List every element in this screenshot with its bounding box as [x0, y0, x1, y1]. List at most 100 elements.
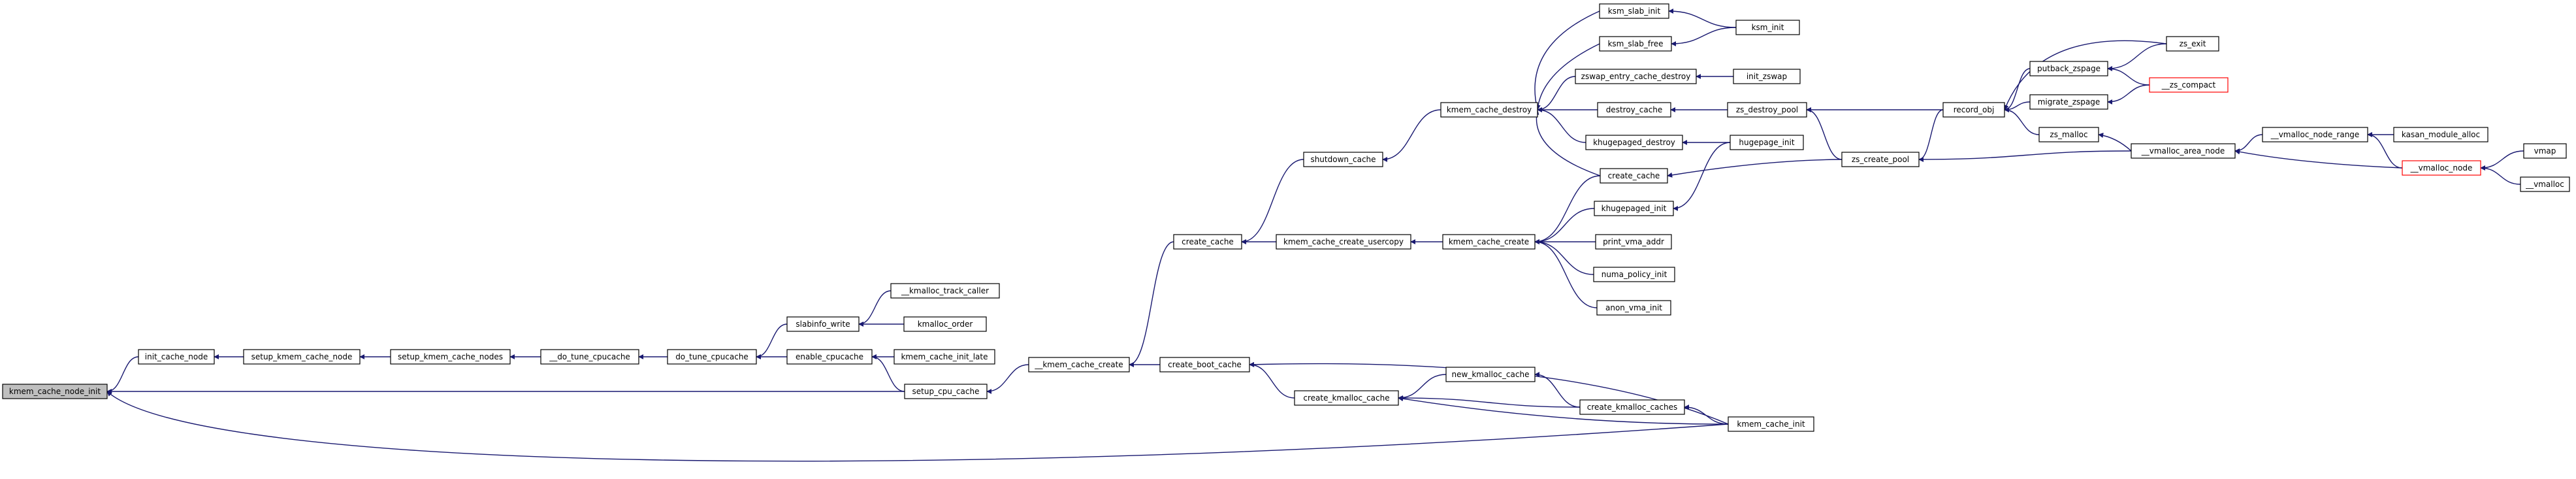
node-label: record_obj: [1954, 105, 1995, 114]
node-zs-exit[interactable]: zs_exit: [2166, 36, 2219, 52]
node-kmem-cache-destroy[interactable]: kmem_cache_destroy: [1440, 102, 1538, 118]
edge-init-cache-node-to-kmem-cache-node-init: [106, 356, 139, 394]
node-vmalloc[interactable]: __vmalloc: [2520, 176, 2570, 192]
node-zswap-entry-cache-destroy[interactable]: zswap_entry_cache_destroy: [1575, 69, 1697, 84]
node-box: [1597, 102, 1671, 118]
node-kmalloc-order[interactable]: kmalloc_order: [903, 316, 987, 332]
node-label: ksm_init: [1752, 23, 1784, 32]
node-vmap[interactable]: vmap: [2523, 143, 2567, 159]
node-create-cache2[interactable]: create_cache: [1600, 168, 1668, 184]
node-label: create_kmalloc_caches: [1587, 403, 1677, 412]
node-record-obj[interactable]: record_obj: [1942, 102, 2005, 118]
node-label: numa_policy_init: [1602, 270, 1667, 279]
node-box: [2, 384, 108, 399]
node-ksm-slab-free[interactable]: ksm_slab_free: [1599, 36, 1672, 52]
node-label: __vmalloc_area_node: [2141, 146, 2225, 156]
node-khugepaged-destroy[interactable]: khugepaged_destroy: [1585, 135, 1683, 150]
edge-vmap-to-vmalloc-node: [2480, 150, 2524, 171]
node-label: create_boot_cache: [1168, 360, 1242, 369]
edge-ksm-slab-free-to-kmem-cache-destroy: [1535, 43, 1600, 110]
node-box: [1575, 69, 1697, 84]
edge-create-cache2-to-kmem-cache-create: [1534, 175, 1601, 244]
node-create-kmalloc-cache[interactable]: create_kmalloc_cache: [1294, 390, 1399, 406]
node-zs-malloc[interactable]: zs_malloc: [2038, 127, 2099, 142]
node-slabinfo-write[interactable]: slabinfo_write: [786, 316, 860, 332]
edge-setup-cpu-cache-to-enable-cpucache: [871, 354, 905, 392]
edge-zs-create-pool-to-zs-destroy-pool: [1806, 107, 1843, 160]
node-kasan-module-alloc[interactable]: kasan_module_alloc: [2393, 127, 2488, 142]
node-destroy-cache[interactable]: destroy_cache: [1597, 102, 1671, 118]
node-box: [243, 349, 361, 365]
node-box: [540, 349, 639, 365]
node-box: [1579, 399, 1685, 415]
node-box: [1727, 102, 1807, 118]
node-box: [1173, 234, 1242, 250]
node-label: setup_kmem_cache_node: [251, 352, 353, 361]
node-init-zswap[interactable]: init_zswap: [1733, 69, 1801, 84]
node-do-tune-cpucache[interactable]: do_tune_cpucache: [667, 349, 757, 365]
node-new-kmalloc-cache[interactable]: new_kmalloc_cache: [1445, 367, 1536, 382]
node-box: [894, 349, 995, 365]
node-box: [1599, 3, 1669, 19]
node-khugepaged-init[interactable]: khugepaged_init: [1594, 201, 1674, 216]
node-enable-cpucache[interactable]: enable_cpucache: [786, 349, 873, 365]
node-create-cache[interactable]: create_cache: [1173, 234, 1242, 250]
node-label: slabinfo_write: [796, 320, 850, 329]
node-kmem-cache-create[interactable]: kmem_cache_create: [1442, 234, 1536, 250]
edge-kmem-cache-destroy-to-shutdown-cache: [1382, 109, 1441, 162]
node-kmem-cache-init-late[interactable]: kmem_cache_init_late: [894, 349, 995, 365]
edge-vmalloc-area-node-to-zs-create-pool: [1918, 150, 2132, 162]
node-vmalloc-node-range[interactable]: __vmalloc_node_range: [2262, 127, 2368, 142]
edge-create-kmalloc-caches-to-new-kmalloc-cache: [1534, 372, 1581, 408]
node-label: new_kmalloc_cache: [1452, 370, 1530, 379]
edge-ksm-init-to-ksm-slab-free: [1671, 27, 1737, 46]
node-box: [1735, 20, 1800, 35]
node-anon-vma-init[interactable]: anon_vma_init: [1596, 300, 1671, 316]
node-ksm-slab-init[interactable]: ksm_slab_init: [1599, 3, 1669, 19]
node-ksm-init[interactable]: ksm_init: [1735, 20, 1800, 35]
node-numa-policy-init[interactable]: numa_policy_init: [1593, 267, 1675, 282]
node-kmem-cache-create-usercopy[interactable]: kmem_cache_create_usercopy: [1276, 234, 1411, 250]
node-setup-kmem-cache-nodes[interactable]: setup_kmem_cache_nodes: [390, 349, 511, 365]
node-create-boot-cache[interactable]: create_boot_cache: [1159, 357, 1250, 372]
node-shutdown-cache[interactable]: shutdown_cache: [1303, 152, 1383, 167]
node-label: zs_create_pool: [1852, 155, 1909, 164]
node-zs-create-pool[interactable]: zs_create_pool: [1841, 152, 1920, 167]
node-label: init_cache_node: [145, 352, 208, 361]
node-kmem-cache-node-init[interactable]: kmem_cache_node_init: [2, 384, 108, 399]
node-vmalloc-area-node[interactable]: __vmalloc_area_node: [2131, 143, 2236, 159]
node-kmem-cache-init[interactable]: kmem_cache_init: [1728, 416, 1814, 432]
node-print-vma-addr[interactable]: print_vma_addr: [1595, 234, 1672, 250]
node-kmalloc-track-caller[interactable]: __kmalloc_track_caller: [890, 283, 1000, 299]
node-box: [1595, 234, 1672, 250]
node-vmalloc-node[interactable]: __vmalloc_node: [2402, 160, 2481, 176]
node-init-cache-node[interactable]: init_cache_node: [138, 349, 215, 365]
edge-zs-exit-to-putback-zspage: [2107, 43, 2167, 71]
node-hugepage-init[interactable]: hugepage_init: [1730, 135, 1804, 150]
node-setup-cpu-cache[interactable]: setup_cpu_cache: [904, 384, 988, 399]
node-box: [1942, 102, 2005, 118]
edge-kmem-cache-init-to-create-kmalloc-caches: [1684, 405, 1729, 425]
node-migrate-zspage[interactable]: migrate_zspage: [2029, 94, 2108, 110]
node-putback-zspage[interactable]: putback_zspage: [2029, 61, 2108, 76]
edge-shutdown-cache-to-create-cache: [1241, 159, 1304, 244]
node-box: [2523, 143, 2567, 159]
node-zs-compact[interactable]: __zs_compact: [2149, 77, 2229, 93]
edge-slabinfo-write-to-do-tune-cpucache: [756, 323, 788, 359]
node-zs-destroy-pool[interactable]: zs_destroy_pool: [1727, 102, 1807, 118]
node-box: [1593, 267, 1675, 282]
node-do-tune-cpucache[interactable]: __do_tune_cpucache: [540, 349, 639, 365]
edge-record-obj-to-zs-create-pool: [1918, 109, 1944, 162]
node-box: [1440, 102, 1538, 118]
node-box: [2149, 77, 2229, 93]
node-label: __kmalloc_track_caller: [901, 286, 989, 295]
node-box: [890, 283, 1000, 299]
node-create-kmalloc-caches[interactable]: create_kmalloc_caches: [1579, 399, 1685, 415]
node-kmem-cache-create[interactable]: __kmem_cache_create: [1028, 357, 1130, 372]
node-setup-kmem-cache-node[interactable]: setup_kmem_cache_node: [243, 349, 361, 365]
node-box: [1159, 357, 1250, 372]
node-box: [2029, 61, 2108, 76]
node-label: destroy_cache: [1606, 105, 1663, 114]
node-box: [1028, 357, 1130, 372]
